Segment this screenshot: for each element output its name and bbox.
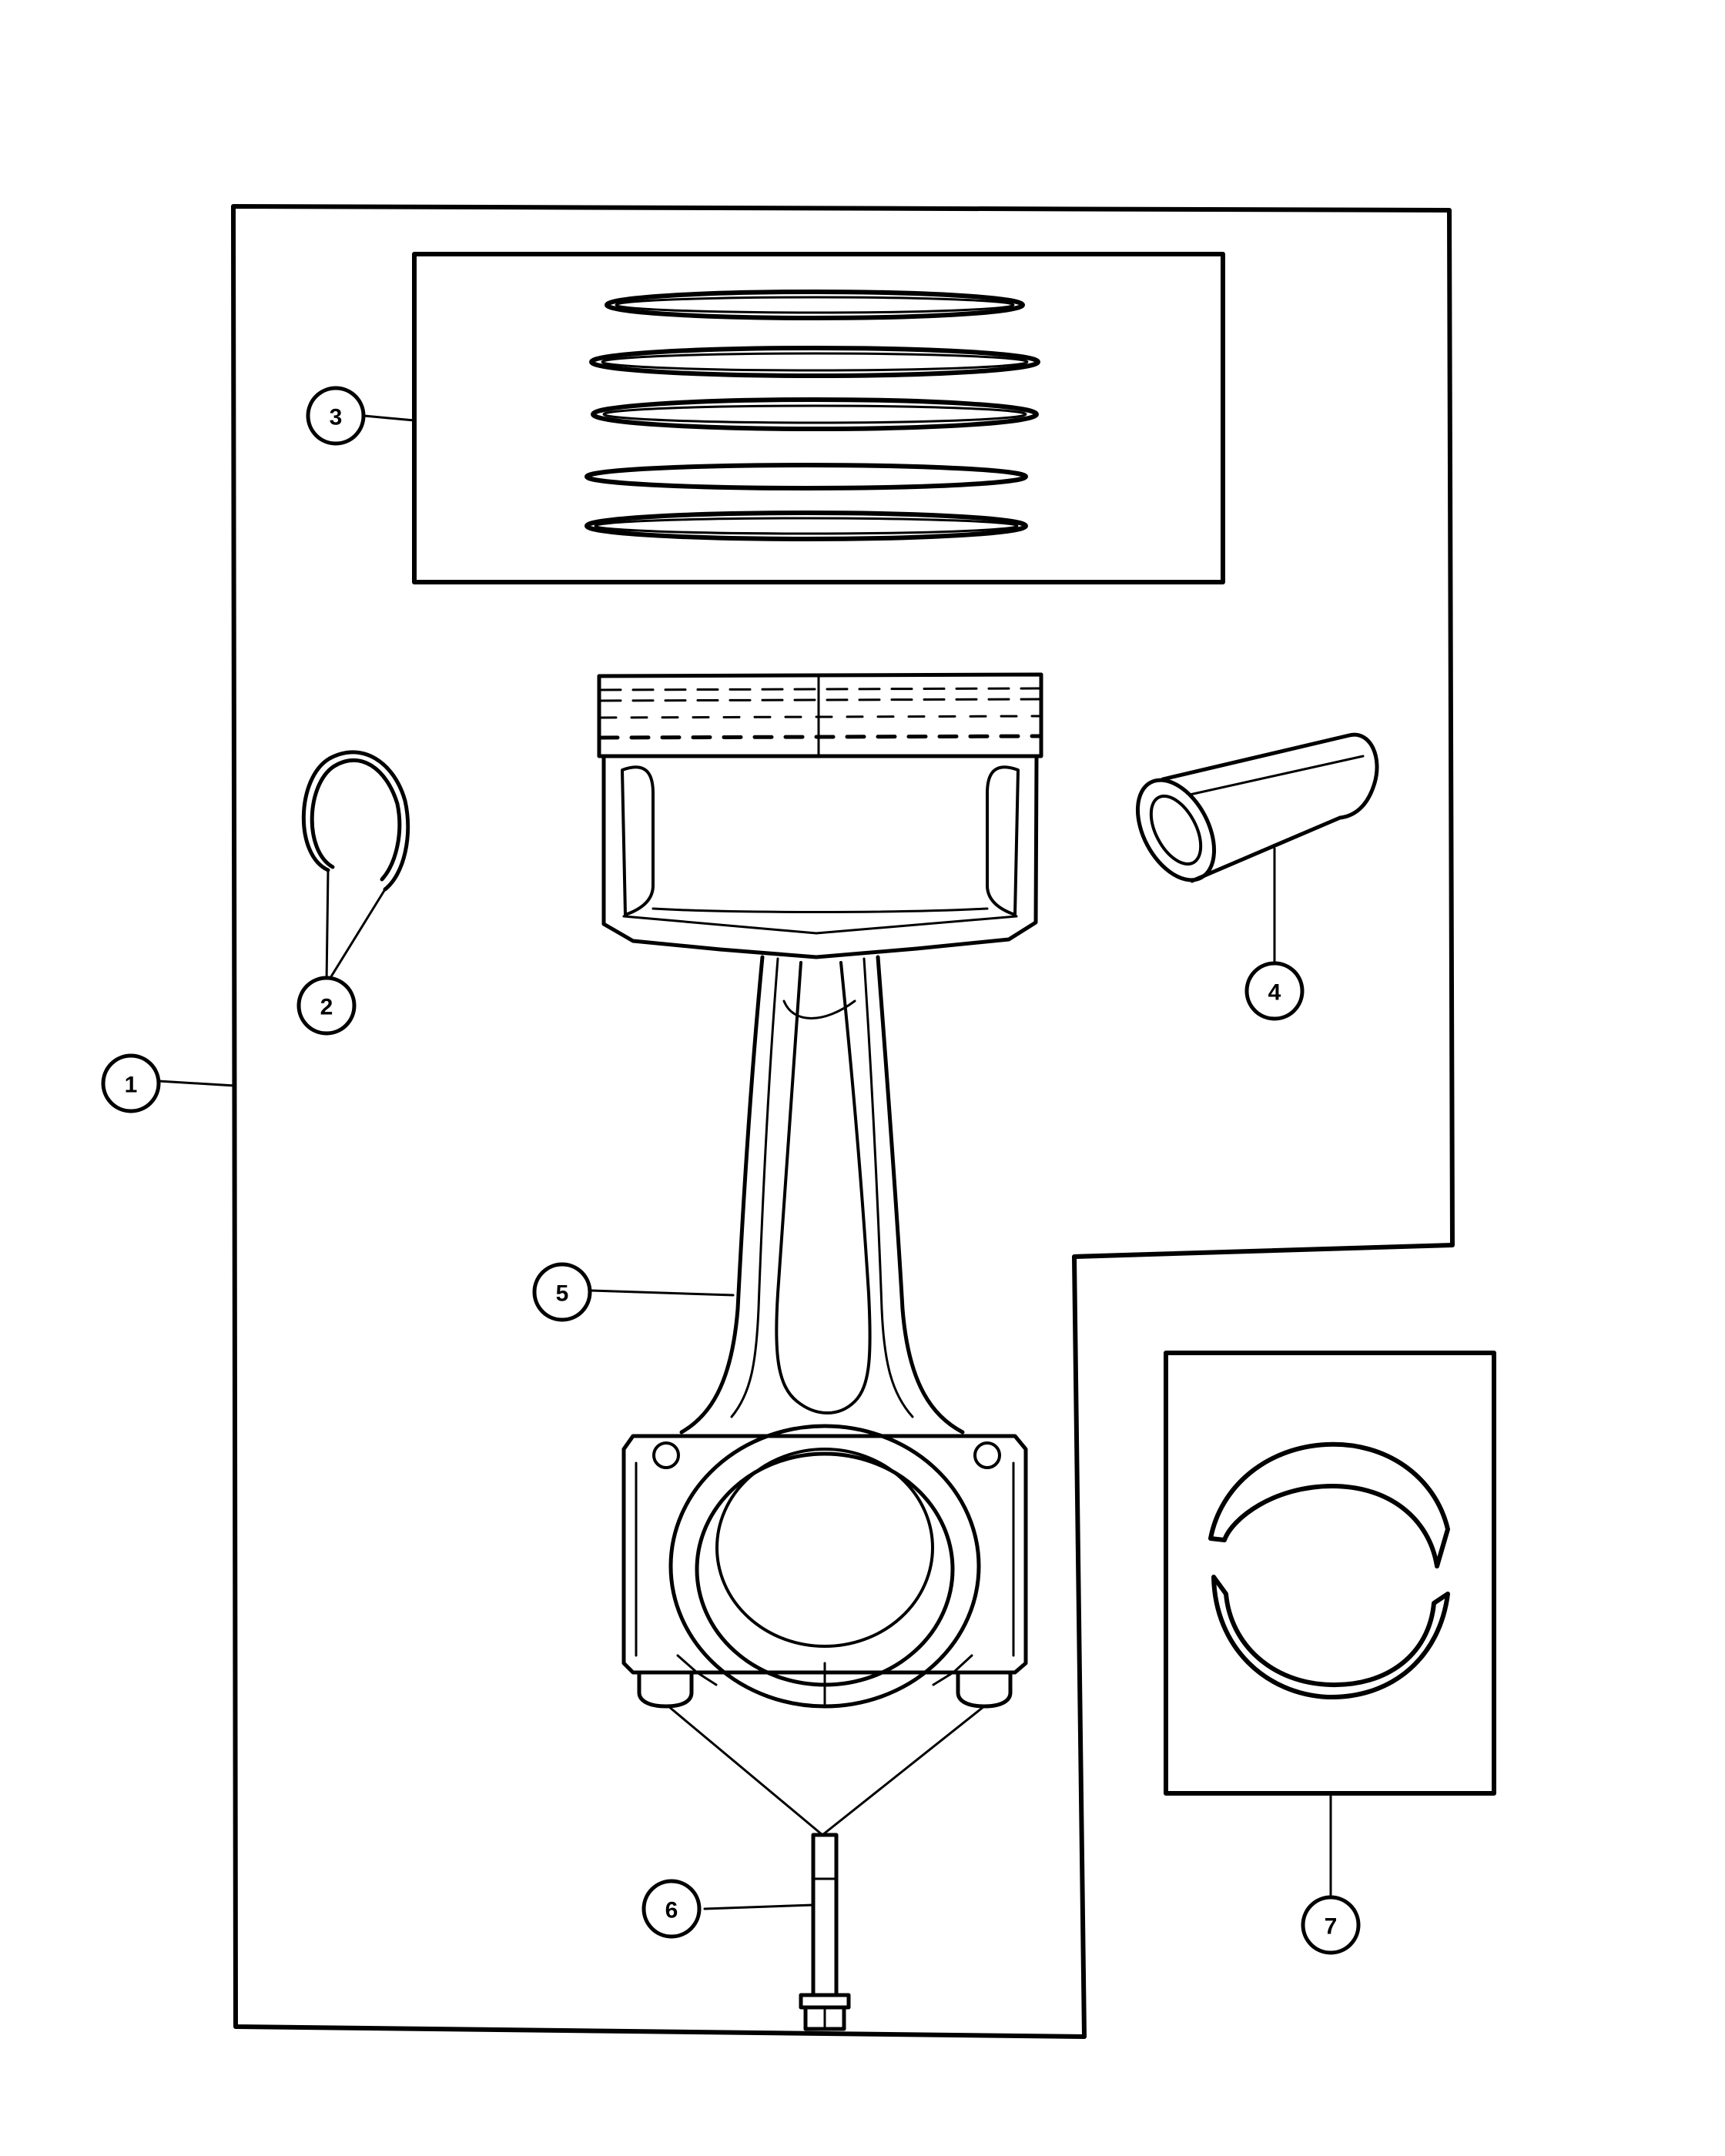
- piston-ring-set: [412, 252, 1225, 584]
- callout-3: 3: [306, 386, 366, 446]
- leader-lines: [157, 414, 1332, 1914]
- piston-pin-retainer-clips: [301, 750, 410, 892]
- piston: [597, 672, 1043, 959]
- leader-2a: [325, 869, 330, 986]
- callout-label-5: 5: [556, 1281, 569, 1307]
- callout-label-7: 7: [1325, 1914, 1338, 1940]
- callout-7: 7: [1301, 1895, 1361, 1955]
- callout-6: 6: [641, 1879, 702, 1939]
- callout-label-1: 1: [125, 1073, 138, 1098]
- leader-2b: [325, 888, 387, 986]
- piston-pin: [1135, 732, 1379, 883]
- connecting-rod-bearing-set: [1164, 1351, 1496, 1796]
- kit-outline: [231, 204, 1455, 2039]
- callout-4: 4: [1244, 961, 1305, 1021]
- leader-6: [703, 1903, 815, 1910]
- leader-3: [363, 414, 416, 422]
- callout-5: 5: [532, 1262, 592, 1322]
- leader-1: [157, 1080, 236, 1087]
- connecting-rod-bolt: [667, 1705, 986, 2031]
- callout-label-6: 6: [665, 1898, 678, 1923]
- leader-5: [589, 1289, 735, 1297]
- callout-label-3: 3: [330, 405, 343, 430]
- callout-label-2: 2: [320, 995, 333, 1020]
- callout-label-4: 4: [1268, 980, 1281, 1006]
- ring-set-box: [412, 252, 1225, 584]
- callout-1: 1: [101, 1053, 161, 1113]
- callout-2: 2: [296, 976, 357, 1036]
- connecting-rod: [621, 955, 1028, 1709]
